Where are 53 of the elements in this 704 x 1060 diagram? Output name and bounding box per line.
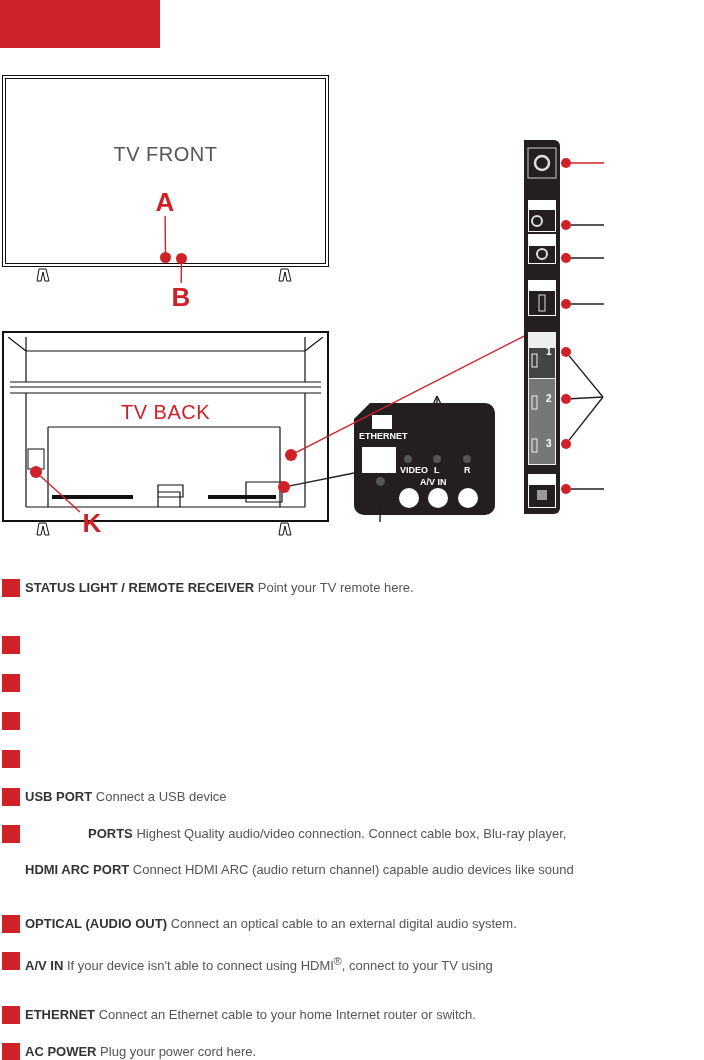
description-text: OPTICAL (AUDIO OUT) Connect an optical cable to an external digital audio system. (25, 916, 517, 932)
leader-line (39, 475, 81, 513)
description-text: STATUS LIGHT / REMOTE RECEIVER Point your TV remote here. (25, 580, 414, 596)
jack-marker-dot (433, 455, 441, 463)
leader-line (570, 303, 605, 305)
port-number: 2 (546, 393, 552, 404)
jack-marker-dot (463, 455, 471, 463)
port-label: L (434, 465, 440, 475)
leader-line (180, 263, 183, 284)
leader-line (568, 355, 604, 398)
callout-dot (561, 484, 571, 494)
av-ethernet-panel (354, 403, 495, 515)
port-number: 3 (546, 438, 552, 449)
callout-dot (285, 449, 297, 461)
leader-line (408, 395, 438, 457)
description-text: A/V IN If your device isn't able to connect using HDMI$^{®}$, connect to your TV using (25, 954, 493, 975)
callout-letter: A (153, 188, 177, 216)
leader-line (164, 215, 167, 253)
leader-line (295, 335, 525, 453)
description-text: PORTS Highest Quality audio/video connection. Connect cable box, Blu-ray player, (88, 826, 567, 842)
description-text: AC POWER Plug your power cord here. (25, 1044, 257, 1060)
port-label: VIDEO (400, 465, 428, 475)
description-text: HDMI ARC PORT Connect HDMI ARC (audio return channel) capable audio devices like sound (25, 862, 574, 878)
leader-line (570, 224, 605, 226)
callout-dot (561, 347, 571, 357)
callout-letter: B (169, 283, 193, 311)
leader-line (570, 396, 604, 400)
leader-line (570, 162, 605, 164)
callout-dot (561, 253, 571, 263)
panel-title: TV BACK (119, 401, 212, 424)
callout-dot (561, 299, 571, 309)
jack-marker-dot (404, 455, 412, 463)
callout-dot (561, 220, 571, 230)
leader-line (436, 395, 466, 457)
description-text: USB PORT Connect a USB device (25, 789, 227, 805)
callout-dot (561, 158, 571, 168)
callout-dot (278, 481, 290, 493)
port-label: A/V IN (420, 477, 447, 487)
leader-line (570, 488, 605, 490)
callout-dot (176, 253, 187, 264)
leader-line (568, 396, 604, 441)
leader-line (289, 472, 355, 487)
tv-front-screen (2, 75, 329, 267)
port-label: R (464, 465, 471, 475)
jack-marker-dot (376, 477, 385, 486)
description-text: ETHERNET Connect an Ethernet cable to your home Internet router or switch. (25, 1007, 476, 1023)
callout-dot (160, 252, 171, 263)
callout-dot (561, 394, 571, 404)
callout-dot (561, 439, 571, 449)
port-number: 1 (546, 346, 552, 357)
screen-title: TV FRONT (112, 143, 219, 166)
leader-line (570, 257, 605, 259)
port-label: ETHERNET (359, 431, 408, 441)
